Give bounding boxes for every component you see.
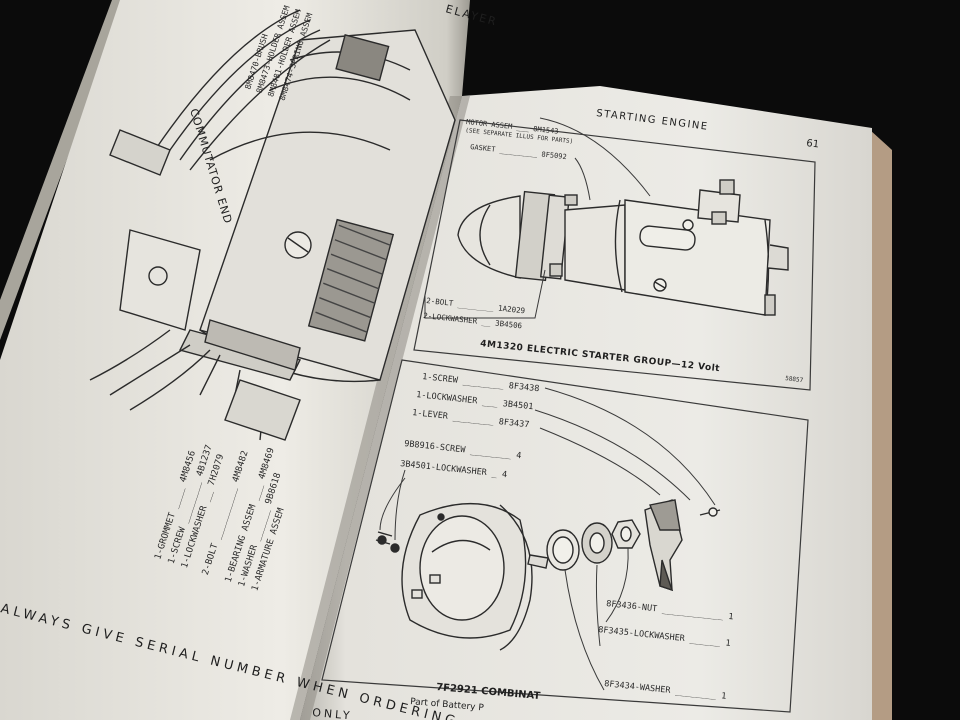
- combination-drawing: [375, 499, 721, 651]
- bottom-figure-frame: [321, 359, 809, 713]
- left-starter-drawing: [89, 9, 456, 441]
- top-figure-frame: [413, 119, 816, 391]
- page-number: 61: [806, 138, 820, 150]
- right-page-footer: ONLY: [312, 706, 353, 720]
- starter-motor-drawing: [457, 179, 789, 316]
- armature-hatch: [307, 218, 395, 342]
- figure-code: 58857: [785, 375, 804, 384]
- gutter-shadow: [290, 96, 470, 720]
- bottom-figure-leaders: [379, 387, 716, 691]
- top-figure-leaders: [424, 117, 651, 319]
